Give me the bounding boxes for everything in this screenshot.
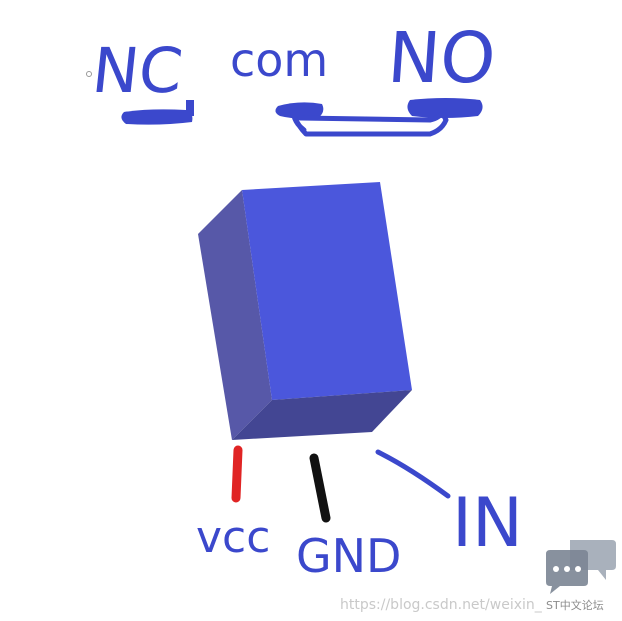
lead-label-vcc: vcc [196,512,270,563]
watermark-url: https://blog.csdn.net/weixin_ [340,597,543,613]
lead-label-gnd: GND [296,529,401,583]
relay-left-face [198,190,272,440]
in-wire [375,449,451,499]
relay-front-face [242,182,412,400]
vcc-wire [231,445,243,503]
pin-label-no: NO [385,17,498,99]
watermark-brand: ST中文论坛 [546,598,604,612]
chat-bubbles-icon [546,540,616,594]
stray-dot [86,71,92,77]
pin-pad-com [275,102,324,119]
relay-bottom-face [232,390,412,440]
relay-body [198,182,412,440]
pin-label-nc: NC [89,34,186,107]
gnd-wire [309,453,331,523]
lead-label-in: IN [452,484,523,563]
pin-pad-nc [121,100,194,125]
com-no-link [289,107,449,137]
pin-label-com: com [230,33,328,87]
watermark: https://blog.csdn.net/weixin_ ST中文论坛 [340,540,616,613]
